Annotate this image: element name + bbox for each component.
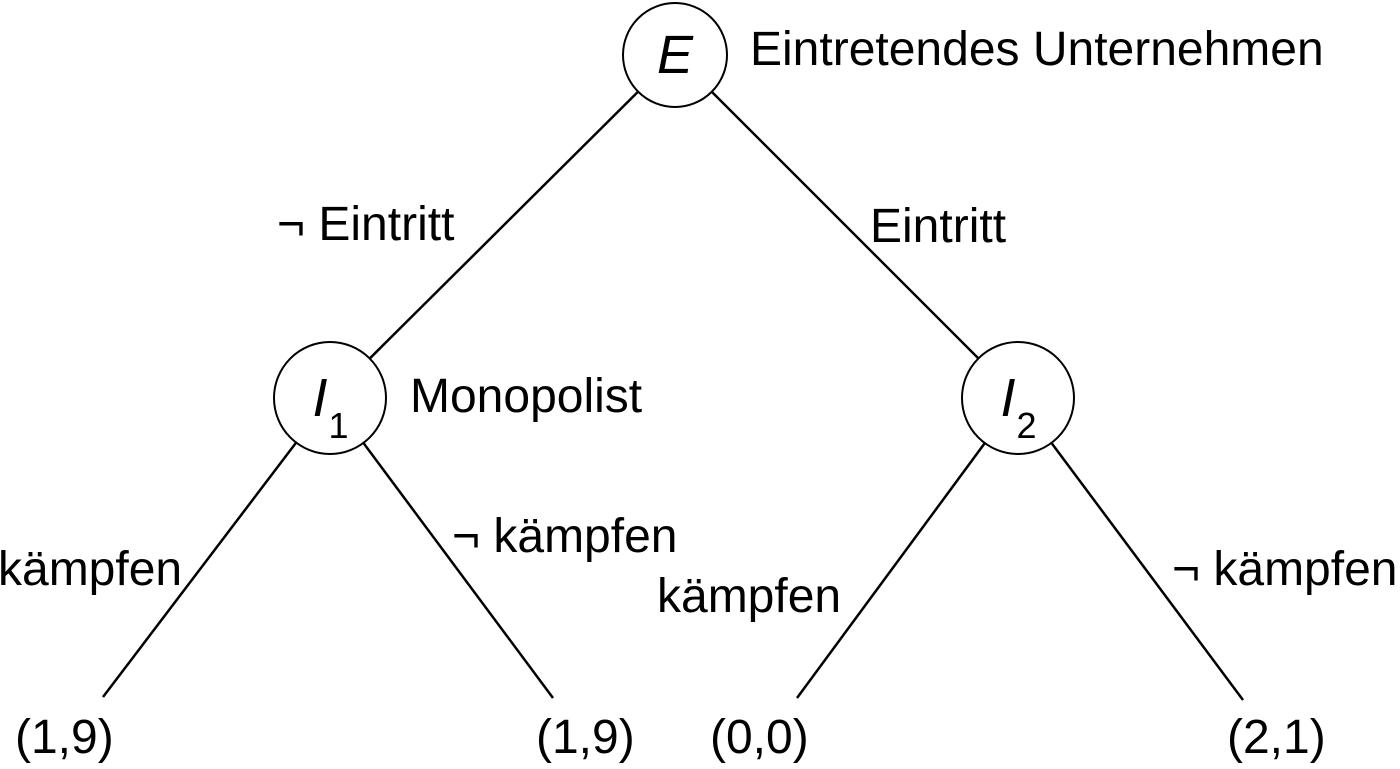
node-I2: I2 [961,341,1075,455]
edge-i2-not-kaempfen [1016,397,1245,701]
payoff-i2-not-kaempfen: (2,1) [1227,711,1326,764]
node-I1-annotation: Monopolist [410,370,643,423]
edge-i1-not-kaempfen [328,397,555,699]
node-I2-label: I2 [1000,368,1037,446]
payoff-i2-kaempfen: (0,0) [710,711,809,764]
edge-label-i1-not-kaempfen: ¬ kämpfen [452,510,678,563]
node-I1-label: I1 [312,368,349,446]
edge-eintritt [674,54,1019,399]
edge-i2-kaempfen [795,397,1020,699]
node-I1: I1 [273,341,387,455]
edge-label-not-eintritt: ¬ Eintritt [277,198,455,251]
payoff-i1-not-kaempfen: (1,9) [536,711,635,764]
edge-not-eintritt [329,54,676,399]
edge-label-i2-kaempfen: kämpfen [657,570,842,623]
node-E-annotation: Eintretendes Unternehmen [750,23,1324,76]
payoff-i1-kaempfen: (1,9) [15,711,114,764]
edge-label-i1-kaempfen: kämpfen [0,543,183,596]
node-E: E [622,2,728,108]
edge-label-eintritt: Eintritt [870,200,1007,253]
edge-i1-kaempfen [102,397,331,698]
node-E-label: E [656,25,694,85]
edge-label-i2-not-kaempfen: ¬ kämpfen [1172,543,1398,596]
